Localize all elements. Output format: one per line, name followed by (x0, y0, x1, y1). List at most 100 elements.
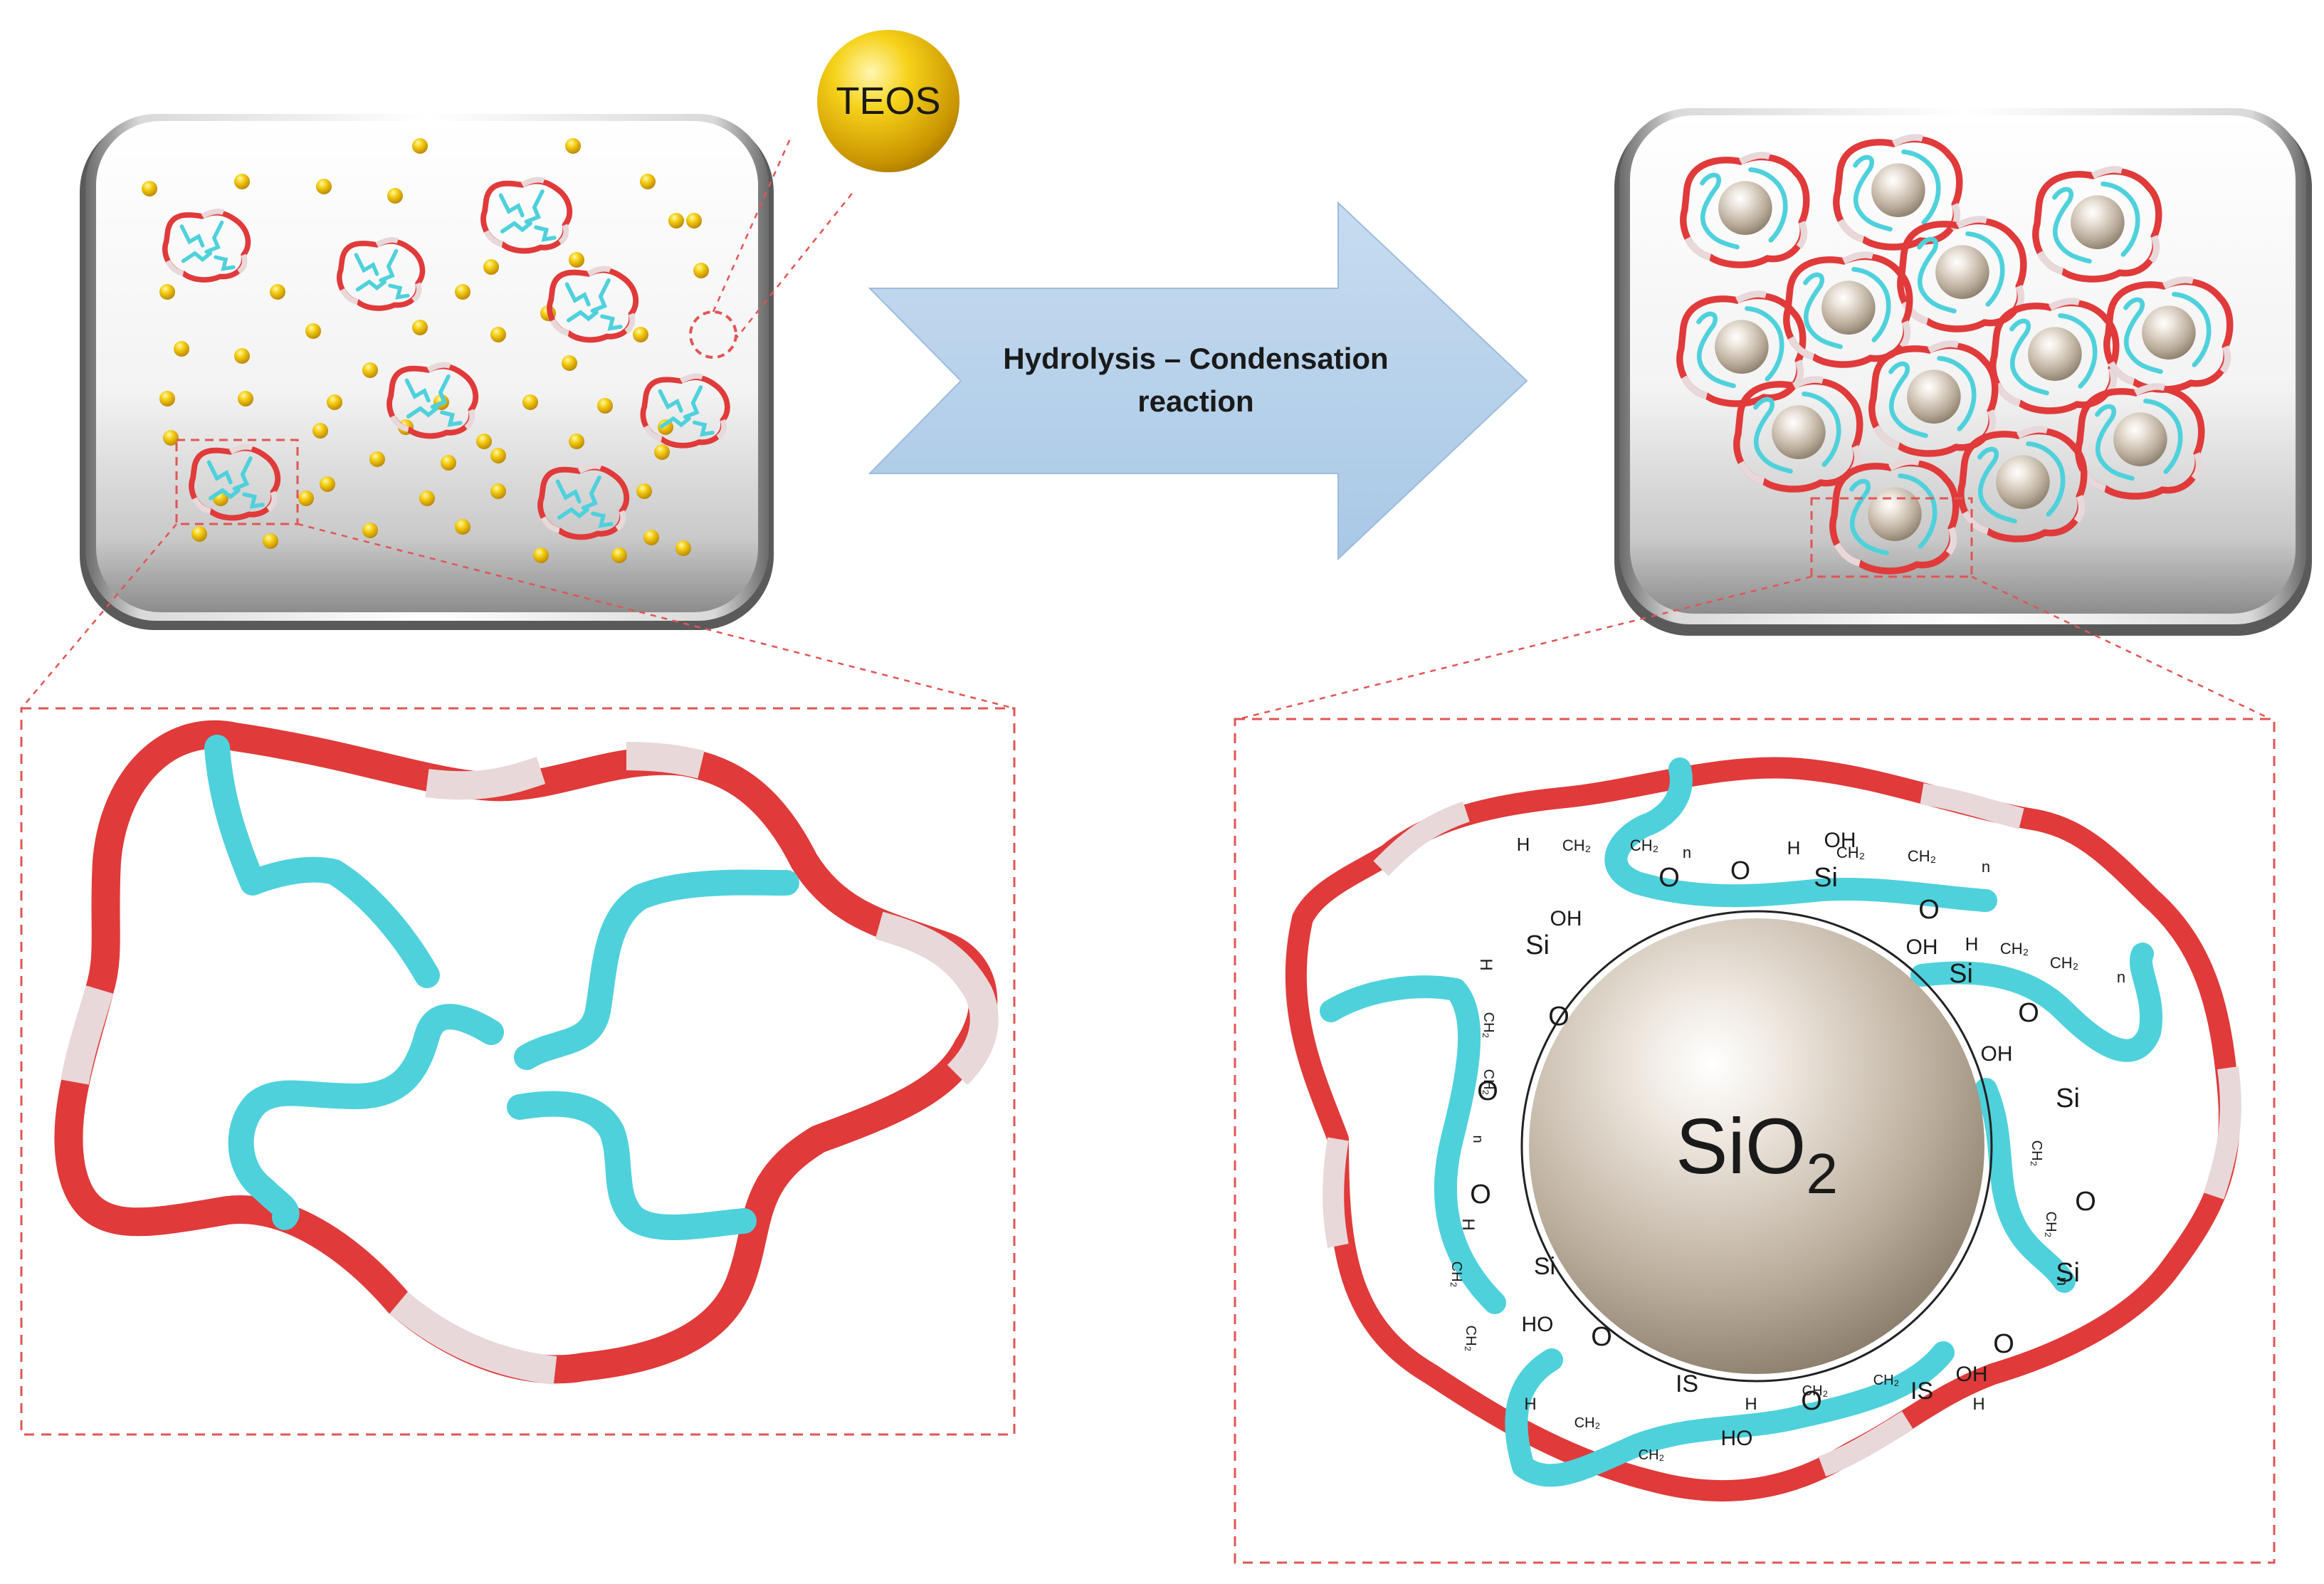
teos-dot (686, 213, 702, 229)
chem-label: IS (1676, 1370, 1698, 1397)
polymer-segment (1323, 1137, 1349, 1248)
silica-zoom-frame (1234, 718, 2276, 1564)
chem-label: Si (1525, 930, 1550, 960)
block-arrow-icon (868, 201, 1528, 561)
chem-label: H (1517, 834, 1530, 855)
chem-label: O (1730, 856, 1750, 885)
teos-ball-icon (817, 30, 959, 172)
teos-dot (643, 530, 659, 545)
chem-label: CH₂ (1481, 1069, 1496, 1096)
chem-label: Si (2056, 1084, 2080, 1113)
teos-zoom-marker (689, 310, 737, 359)
polymer-segment (389, 1291, 557, 1385)
teos-dot (163, 430, 179, 446)
chem-label: CH₂ (1463, 1326, 1478, 1352)
teos-dot (369, 451, 385, 467)
teos-dot (191, 526, 207, 542)
polymer-segment (425, 756, 546, 800)
hydrophilic-chain (507, 1091, 757, 1240)
teos-dot (159, 391, 175, 407)
chem-label: H (1458, 1218, 1478, 1230)
hydrophilic-chain (1975, 1078, 2076, 1293)
chem-label: CH₂ (2050, 954, 2078, 972)
teos-dot (562, 355, 577, 371)
chem-label: n (1683, 844, 1691, 861)
chem-label: H (1524, 1395, 1536, 1414)
chem-label: CH₂ (1639, 1447, 1665, 1463)
chem-label: H (1787, 837, 1801, 859)
chem-label: n (1982, 858, 1990, 876)
teos-dot (234, 174, 250, 189)
chem-label: H (1476, 958, 1495, 970)
chem-label: CH₂ (1836, 844, 1865, 861)
polymer-segment (626, 742, 705, 779)
polymer-backbone (1285, 757, 2240, 1502)
teos-dot (569, 252, 584, 268)
chem-label: O (1801, 1386, 1822, 1416)
chem-label: CH₂ (2029, 1140, 2044, 1167)
chem-label: HO (1522, 1313, 1554, 1336)
chem-label: OH (1550, 907, 1582, 930)
teos-dot (522, 394, 538, 410)
teos-dot (362, 362, 378, 378)
chem-label: H (1965, 933, 1979, 955)
hydrophilic-chain (1910, 943, 2163, 1062)
polymer-segment (2203, 1066, 2241, 1200)
teos-dot (270, 284, 285, 300)
chem-label: CH₂ (1481, 1012, 1496, 1039)
chem-label: CH₂ (1908, 847, 1936, 865)
chem-label: CH₂ (1562, 836, 1591, 854)
teos-dot (675, 540, 691, 556)
chem-label: CH₂ (1630, 836, 1658, 854)
teos-dot (305, 323, 321, 339)
teos-dot (263, 533, 278, 549)
chem-label: O (1477, 1076, 1498, 1106)
teos-dot (633, 327, 648, 342)
teos-dot (490, 483, 506, 499)
teos-dot (569, 434, 584, 449)
chem-label: Si (1814, 863, 1838, 893)
teos-dot (159, 284, 175, 300)
zoom-line-left (1238, 575, 1812, 720)
chem-label: O (1591, 1322, 1612, 1352)
chem-label: O (1993, 1329, 2014, 1359)
chem-label: O (1470, 1180, 1491, 1210)
teos-label: TEOS (836, 80, 940, 122)
teos-dot (654, 444, 670, 460)
micelle-zoom-frame (20, 707, 1016, 1436)
teos-dot (362, 523, 378, 538)
chem-label: O (1918, 895, 1940, 925)
hydrophilic-chain (1604, 757, 1997, 912)
polymer-segment (1920, 783, 2024, 829)
silica-micelle-detail: SiO2 (1285, 757, 2241, 1502)
arrow-label-line2: reaction (1137, 384, 1253, 418)
zoom-line-right (1971, 575, 2271, 720)
teos-dot (455, 519, 470, 535)
teos-dot (320, 476, 335, 492)
chem-label: n (2054, 1277, 2071, 1286)
teos-molecules (142, 138, 709, 563)
chem-label: OH (1824, 829, 1856, 852)
chem-label: CH₂ (2043, 1212, 2059, 1238)
teos-callout-line (734, 190, 855, 341)
polymer-segment (1818, 1411, 1913, 1477)
polymer-segment (875, 911, 999, 1086)
teos-dot (312, 423, 328, 439)
teos-dot (234, 348, 250, 364)
hydrophilic-chain (1320, 975, 1506, 1314)
teos-dot (412, 320, 428, 335)
teos-dot (441, 455, 456, 471)
teos-dot (490, 327, 506, 342)
chem-label: H (1745, 1395, 1757, 1414)
chem-label: CH₂ (2000, 940, 2029, 958)
chem-label: OH (1981, 1042, 2013, 1066)
hydrophilic-chain (1505, 1341, 1955, 1487)
teos-dot (668, 213, 684, 229)
teos-dot (611, 547, 627, 563)
teos-dot (476, 434, 492, 449)
teos-callout-line (712, 138, 792, 313)
teos-dot (490, 448, 506, 463)
chem-label: IS (1910, 1378, 1933, 1405)
micelle-zoom-marker (175, 439, 299, 525)
